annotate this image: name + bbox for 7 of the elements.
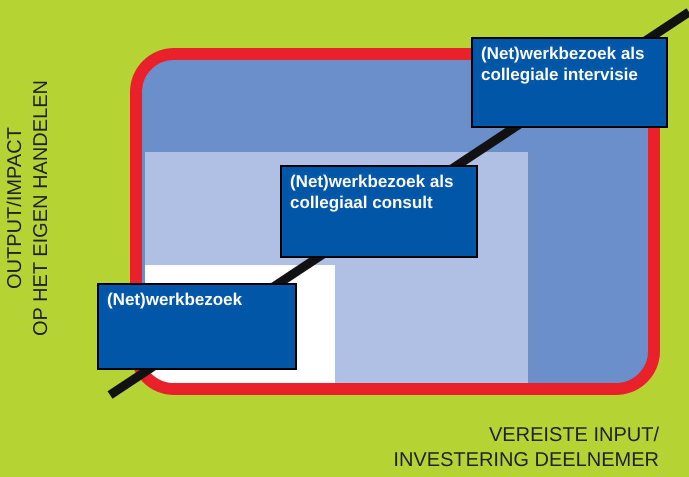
- axis-label: INVESTERING DEELNEMER: [393, 448, 659, 473]
- text-box: (Net)werkbezoek als collegiale intervisie: [471, 37, 668, 128]
- text-box: (Net)werkbezoek: [97, 283, 297, 370]
- axis-label: VEREISTE INPUT/: [488, 423, 659, 448]
- axis-label: OP HET EIGEN HANDELEN: [29, 80, 53, 336]
- text-box: (Net)werkbezoek als collegiaal consult: [280, 165, 478, 258]
- axis-label: OUTPUT/IMPACT: [3, 127, 27, 289]
